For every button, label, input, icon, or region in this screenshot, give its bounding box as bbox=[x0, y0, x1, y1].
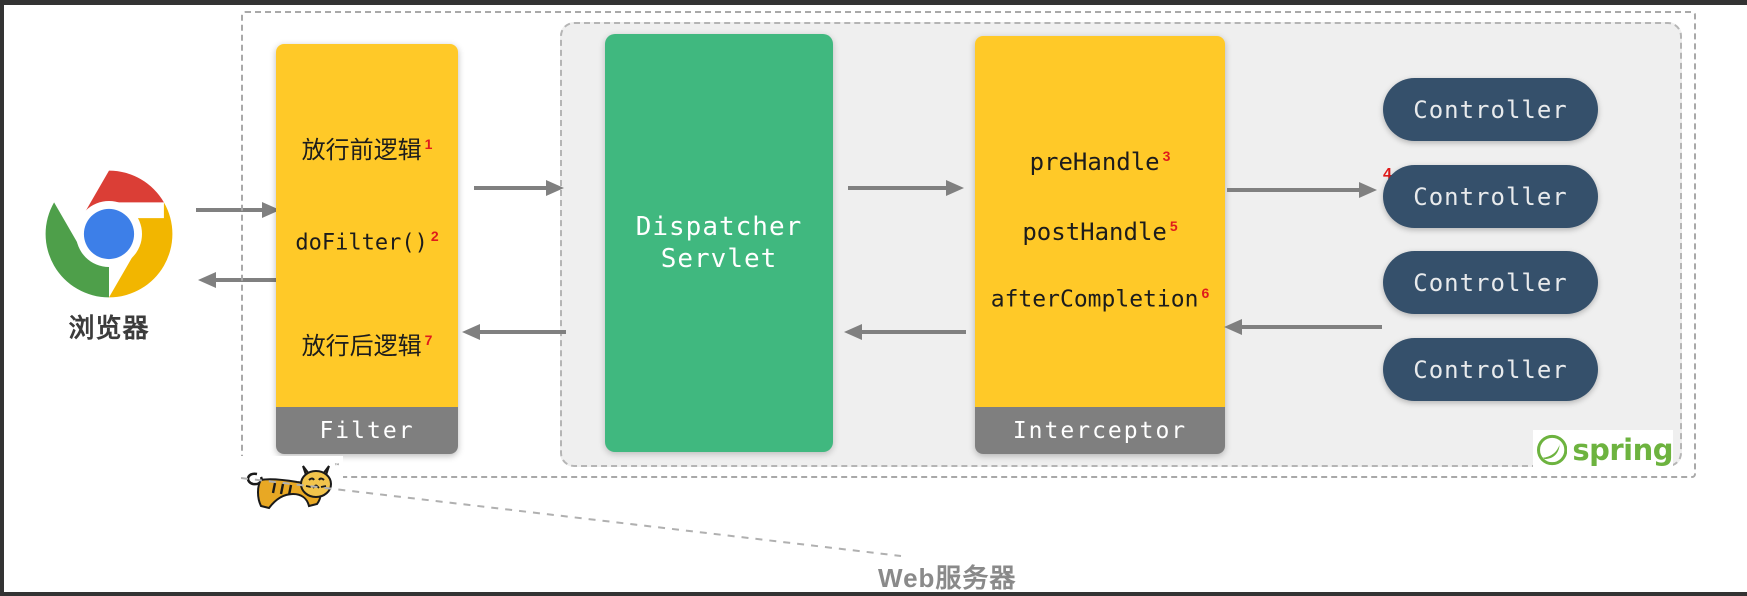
controller-label: Controller bbox=[1413, 268, 1568, 297]
bottom-edge-bar bbox=[0, 592, 1747, 596]
spring-wordmark: spring bbox=[1572, 433, 1673, 467]
filter-footer-label: Filter bbox=[319, 417, 415, 444]
arrow-filter-to-dispatcher bbox=[474, 180, 564, 196]
browser-label: 浏览器 bbox=[68, 313, 150, 343]
interceptor-footer: Interceptor bbox=[975, 407, 1225, 454]
controller-label: Controller bbox=[1413, 95, 1568, 124]
filter-step-before-text: 放行前逻辑 bbox=[301, 136, 422, 164]
interceptor-step-prehandle-text: preHandle bbox=[1029, 148, 1160, 176]
controller-pill[interactable]: Controller bbox=[1383, 251, 1598, 314]
interceptor-footer-label: Interceptor bbox=[1012, 417, 1188, 444]
filter-step-after-text: 放行后逻辑 bbox=[301, 332, 422, 360]
arrow-controller-to-interceptor bbox=[1224, 319, 1382, 335]
top-edge-bar bbox=[0, 0, 1747, 5]
arrow-interceptor-to-dispatcher bbox=[844, 324, 966, 340]
web-server-container bbox=[241, 11, 1696, 478]
controller-label: Controller bbox=[1413, 355, 1568, 384]
tomcat-cat-icon: ™ bbox=[241, 456, 343, 518]
controller-pill[interactable]: Controller bbox=[1383, 338, 1598, 401]
browser-node: 浏览器 bbox=[14, 168, 204, 345]
controller-pill[interactable]: Controller bbox=[1383, 78, 1598, 141]
interceptor-step-posthandle-text: postHandle bbox=[1022, 218, 1167, 246]
arrow-interceptor-to-controller bbox=[1227, 182, 1377, 198]
filter-footer: Filter bbox=[276, 407, 458, 454]
controller-pill[interactable]: Controller bbox=[1383, 165, 1598, 228]
interceptor-step-aftercompletion-order: 6 bbox=[1201, 285, 1210, 301]
spring-logo: spring bbox=[1533, 430, 1673, 470]
tomcat-logo: ™ bbox=[241, 456, 343, 518]
arrow-dispatcher-to-filter bbox=[462, 324, 566, 340]
arrow-filter-to-browser bbox=[198, 272, 282, 288]
arrow-browser-to-filter bbox=[196, 202, 280, 218]
chrome-logo-icon bbox=[45, 170, 173, 298]
controller-label: Controller bbox=[1413, 182, 1568, 211]
arrow-dispatcher-to-interceptor bbox=[848, 180, 964, 196]
filter-step-before-order: 1 bbox=[424, 136, 433, 152]
svg-text:™: ™ bbox=[334, 463, 340, 470]
web-server-caption: Web服务器 bbox=[878, 563, 1017, 593]
filter-step-dofilter-text: doFilter() bbox=[295, 230, 428, 256]
filter-step-dofilter: doFilter()2 bbox=[276, 228, 458, 255]
filter-step-dofilter-order: 2 bbox=[430, 228, 439, 244]
controller-entry-order: 4 bbox=[1383, 166, 1392, 183]
dispatcher-servlet-label: Dispatcher Servlet bbox=[635, 211, 803, 275]
dispatcher-servlet-node[interactable]: Dispatcher Servlet bbox=[605, 34, 833, 452]
interceptor-step-posthandle-order: 5 bbox=[1169, 218, 1178, 234]
spring-leaf-icon bbox=[1537, 434, 1568, 466]
interceptor-step-prehandle-order: 3 bbox=[1162, 148, 1171, 164]
filter-step-after-order: 7 bbox=[424, 332, 433, 348]
interceptor-step-aftercompletion-text: afterCompletion bbox=[990, 286, 1199, 313]
left-edge-bar bbox=[0, 0, 4, 596]
